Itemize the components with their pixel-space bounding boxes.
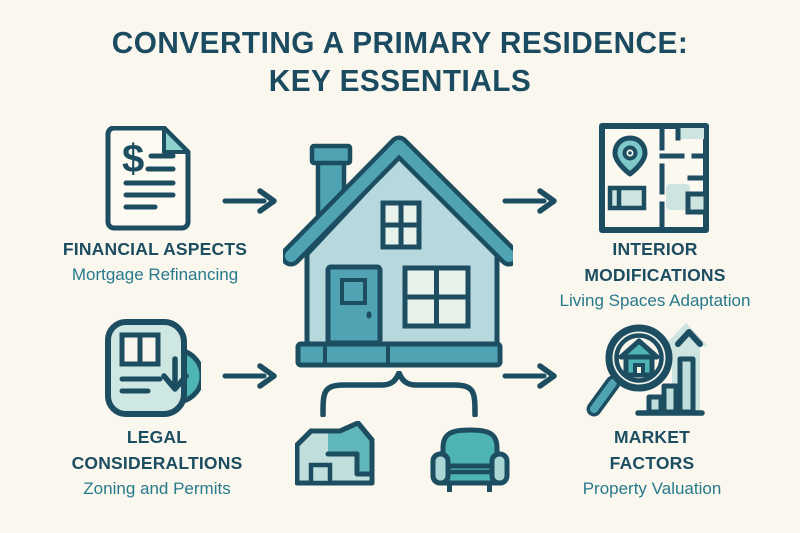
page-title: CONVERTING A PRIMARY RESIDENCE: KEY ESSE… xyxy=(16,24,784,100)
armchair-icon xyxy=(430,426,510,496)
interior-title-line1: INTERIOR xyxy=(612,239,698,259)
dollar-document-icon: $ xyxy=(100,126,195,231)
document-download-icon xyxy=(96,314,201,419)
legal-title-line2: CONSIDERALTIONS xyxy=(71,453,243,473)
arrow-right-icon xyxy=(502,361,560,391)
page-title-line1: CONVERTING A PRIMARY RESIDENCE: xyxy=(111,25,689,60)
financial-subtitle: Mortgage Refinancing xyxy=(71,265,239,284)
arrow-right-icon xyxy=(222,361,280,391)
arrow-right-icon xyxy=(222,186,280,216)
floor-plan-icon xyxy=(598,122,710,234)
small-house-icon xyxy=(295,421,375,493)
market-label: MARKET FACTORS Property Valuation xyxy=(537,424,767,502)
page-title-line2: KEY ESSENTIALS xyxy=(268,63,532,98)
market-title-line1: MARKET xyxy=(613,427,691,447)
brace-icon xyxy=(318,371,480,417)
legal-label: LEGAL CONSIDERALTIONS Zoning and Permits xyxy=(37,424,277,502)
market-subtitle: Property Valuation xyxy=(582,479,722,498)
market-title-line2: FACTORS xyxy=(609,453,695,473)
interior-subtitle: Living Spaces Adaptation xyxy=(559,291,751,310)
legal-title-line1: LEGAL xyxy=(126,427,188,447)
interior-label: INTERIOR MODIFICATIONS Living Spaces Ada… xyxy=(540,236,770,314)
interior-title-line2: MODIFICATIONS xyxy=(584,265,726,285)
financial-label: FINANCIAL ASPECTS Mortgage Refinancing xyxy=(35,236,275,288)
legal-subtitle: Zoning and Permits xyxy=(83,479,231,498)
financial-title: FINANCIAL ASPECTS xyxy=(62,239,248,259)
arrow-right-icon xyxy=(502,186,560,216)
market-analysis-icon xyxy=(583,313,713,428)
house-icon xyxy=(283,134,513,374)
svg-text:$: $ xyxy=(122,137,144,181)
